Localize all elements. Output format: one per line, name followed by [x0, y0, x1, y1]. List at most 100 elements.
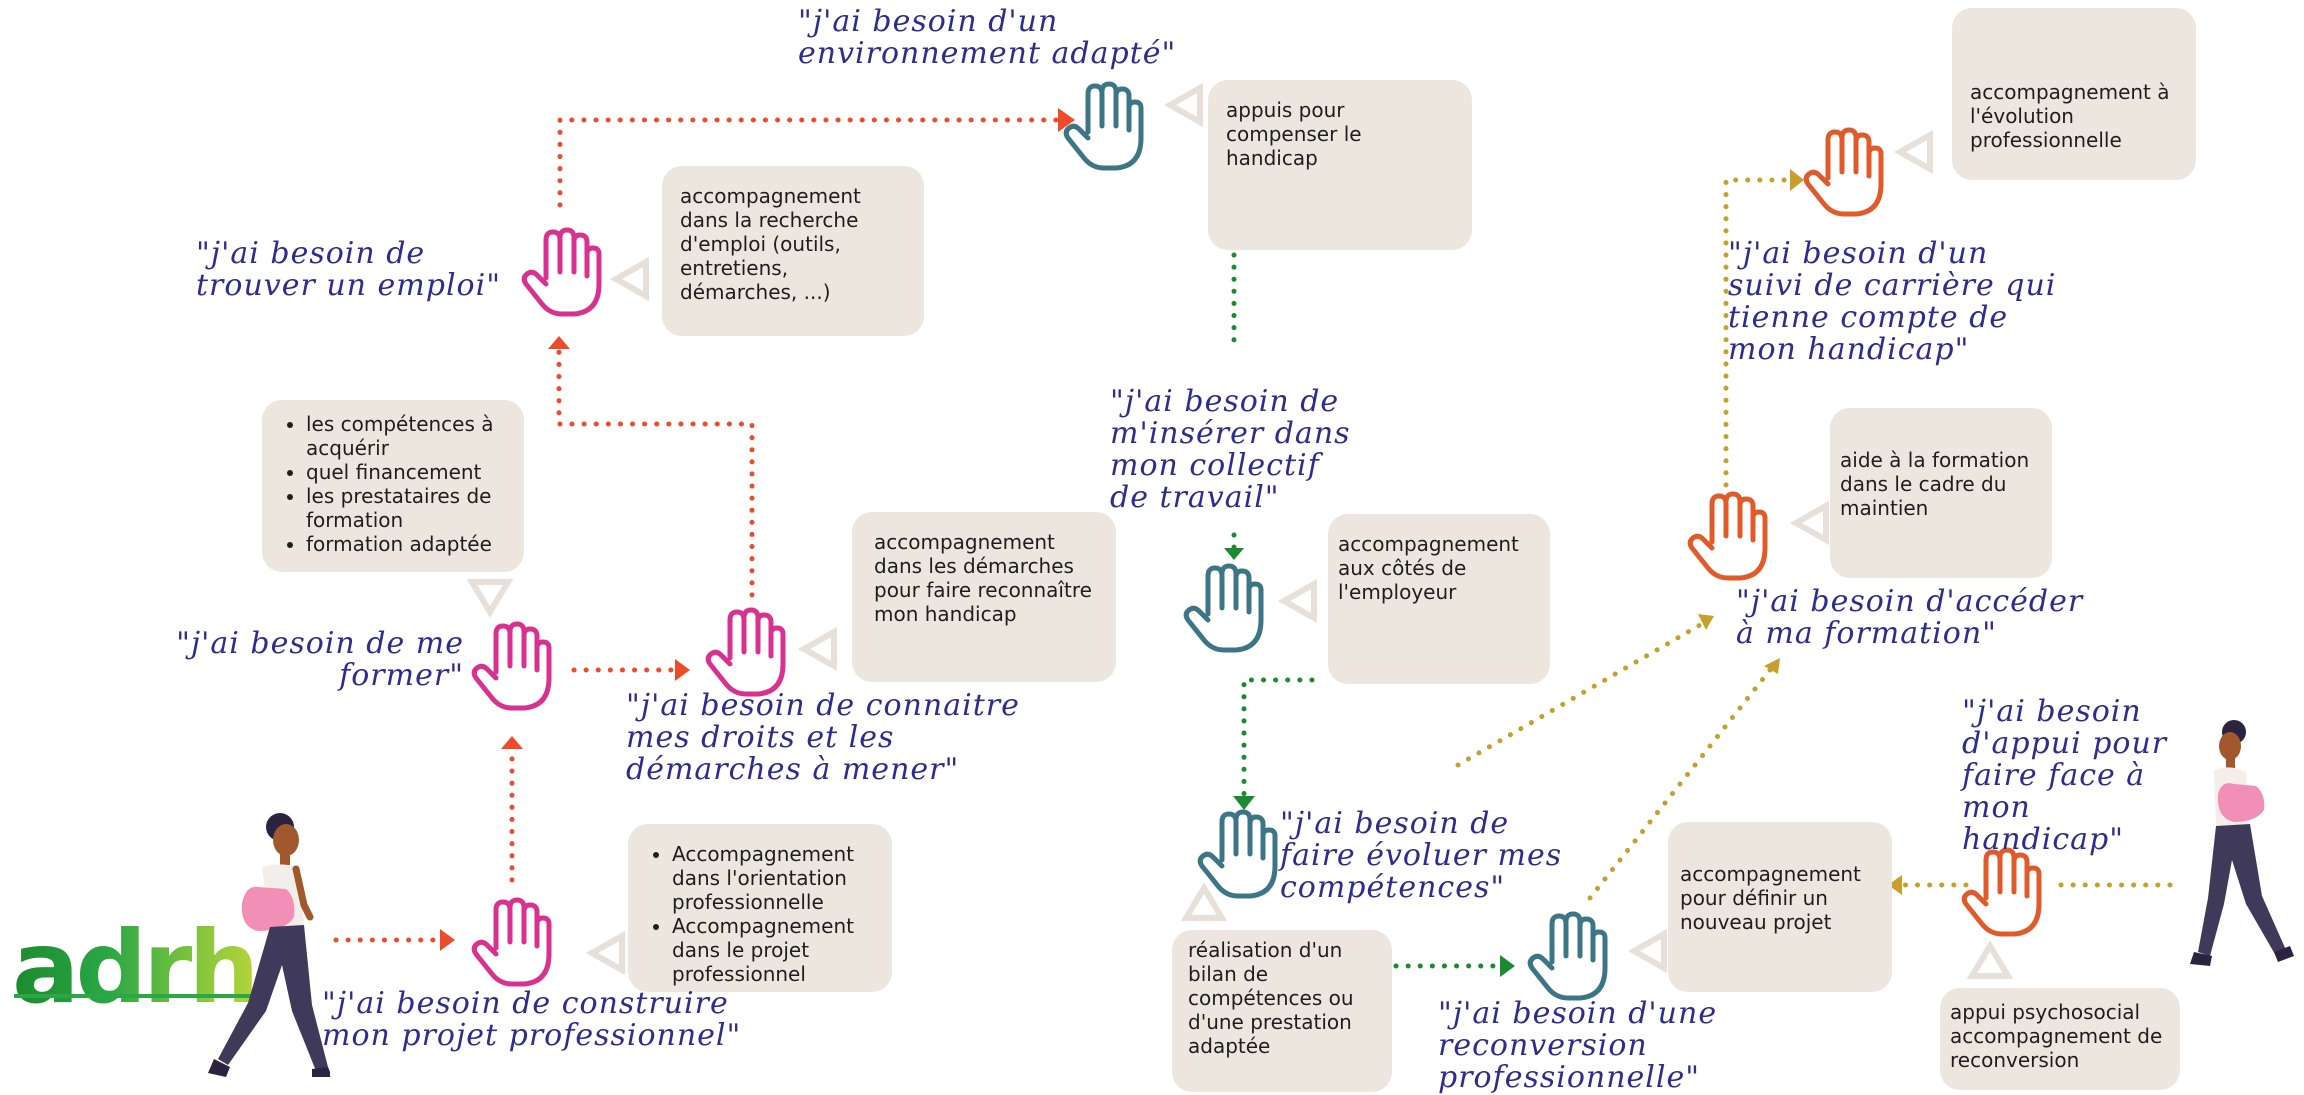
quote-line: m'insérer dans	[1110, 416, 1351, 451]
quote-line: "j'ai besoin d'accéder	[1736, 584, 2084, 619]
arrowhead-reconversion-to-acceder	[1764, 658, 1780, 674]
quote-line: d'appui pour	[1962, 726, 2168, 761]
arrowhead-droits-to-emploi	[548, 336, 570, 349]
arrowhead-projet-to-former	[501, 736, 523, 749]
quote-line: mes droits et les	[626, 720, 895, 755]
woman-walking-right-illustration	[2190, 720, 2294, 966]
box-maintien: aide à la formation dans le cadre du mai…	[1830, 408, 2052, 578]
quote-line: "j'ai besoin d'un	[1728, 236, 1989, 271]
arrowhead-appui-to-projet	[1888, 875, 1902, 895]
pointer-formation	[466, 579, 514, 618]
hand-icon-acceder	[1684, 490, 1768, 582]
hand-icon-former	[468, 620, 552, 712]
box-nouveau-projet: accompagnement pour définir un nouveau p…	[1668, 822, 1892, 992]
hand-icon-inserer	[1180, 562, 1264, 654]
quote-line: "j'ai besoin de	[196, 236, 426, 271]
pointer-evolution	[1893, 129, 1933, 175]
quote-line: "j'ai besoin de connaitre	[626, 688, 1020, 723]
pointer-recherche	[609, 256, 649, 302]
quote-inserer: "j'ai besoin de m'insérer dans mon colle…	[1110, 386, 1351, 514]
quote-line: environnement adapté"	[798, 36, 1177, 71]
quote-line: compétences"	[1280, 870, 1506, 905]
hand-icon-appui	[1958, 846, 2042, 938]
box-appuis-text: appuis pour compenser le handicap	[1226, 98, 1362, 170]
box-formation: les compétences à acquérir quel financem…	[262, 400, 524, 572]
box-reconnaissance: accompagnement dans les démarches pour f…	[852, 512, 1116, 682]
arrowhead-inserer	[1224, 548, 1244, 560]
hand-icon-competences	[1194, 808, 1278, 900]
quote-line: tienne compte de	[1728, 300, 2009, 335]
quote-line: "j'ai besoin de	[1110, 384, 1340, 419]
pointer-orientation	[585, 930, 625, 976]
pointer-appuis	[1163, 82, 1203, 128]
box-bilan-text: réalisation d'un bilan de compétences ou…	[1188, 938, 1354, 1058]
connector-droits-to-emploi	[556, 347, 755, 598]
quote-line: "j'ai besoin de me	[176, 626, 464, 661]
box-recherche-text: accompagnement dans la recherche d'emplo…	[680, 184, 861, 304]
box-recherche: accompagnement dans la recherche d'emplo…	[662, 166, 924, 336]
quote-environnement: "j'ai besoin d'un environnement adapté"	[798, 6, 1176, 70]
formation-item: quel financement	[306, 460, 508, 484]
orientation-item: Accompagnement dans l'orientation profes…	[672, 842, 876, 914]
logo-text: adrh	[12, 909, 260, 1026]
quote-line: mon handicap"	[1728, 332, 1970, 367]
connector-employeur-to-competences	[1241, 677, 1315, 798]
quote-line: "j'ai besoin de	[1280, 806, 1510, 841]
quote-line: "j'ai besoin d'une	[1438, 996, 1718, 1031]
box-appuis: appuis pour compenser le handicap	[1208, 80, 1472, 250]
connector-reconversion-to-acceder	[1587, 667, 1773, 901]
box-evolution-text: accompagnement à l'évolution professionn…	[1970, 80, 2170, 152]
box-evolution: accompagnement à l'évolution professionn…	[1952, 8, 2196, 180]
quote-competences: "j'ai besoin de faire évoluer mes compét…	[1280, 808, 1562, 904]
formation-item: les prestataires de formation	[306, 484, 508, 532]
quote-line: à ma formation"	[1736, 616, 1997, 651]
hand-icon-reconversion	[1524, 910, 1608, 1002]
hand-icon-environnement	[1060, 80, 1144, 172]
quote-line: "j'ai besoin	[1962, 694, 2142, 729]
arrowhead-employeur-to-competences	[1233, 796, 1255, 810]
quote-line: professionnelle"	[1438, 1060, 1701, 1095]
arrowhead-former-to-droits	[675, 659, 690, 681]
orientation-item: Accompagnement dans le projet profession…	[672, 914, 876, 986]
pointer-psychosocial	[1966, 940, 2014, 979]
quote-line: reconversion	[1438, 1028, 1648, 1063]
arrowhead-maintien-to-evolution	[1790, 169, 1804, 191]
connector-competences-to-acceder	[1455, 622, 1703, 768]
quote-appui: "j'ai besoin d'appui pour faire face à m…	[1962, 696, 2167, 856]
woman-walking-left-illustration	[208, 813, 330, 1077]
pointer-maintien	[1789, 500, 1829, 546]
connector-maintien-to-evolution	[1723, 177, 1793, 488]
quote-emploi: "j'ai besoin de trouver un emploi"	[196, 238, 518, 302]
pointer-nouveau-projet	[1627, 928, 1667, 974]
quote-line: de travail"	[1110, 480, 1280, 515]
arrowhead-bilan-to-reconversion	[1500, 955, 1515, 977]
quote-line: handicap"	[1962, 822, 2125, 857]
connector-emploi-to-environnement	[557, 117, 1061, 208]
box-employeur: accompagnement aux côtés de l'employeur	[1328, 514, 1550, 684]
box-bilan: réalisation d'un bilan de compétences ou…	[1172, 930, 1392, 1092]
quote-reconversion: "j'ai besoin d'une reconversion professi…	[1438, 998, 1717, 1094]
quote-line: mon	[1962, 790, 2031, 825]
pointer-bilan	[1180, 882, 1228, 921]
hand-icon-emploi	[518, 226, 602, 318]
formation-item: formation adaptée	[306, 532, 508, 556]
quote-carriere: "j'ai besoin d'un suivi de carrière qui …	[1728, 238, 2056, 366]
quote-line: faire évoluer mes	[1280, 838, 1563, 873]
quote-former: "j'ai besoin de me former"	[160, 628, 464, 692]
quote-line: démarches à mener"	[626, 752, 960, 787]
adrh-logo: adrh	[12, 918, 260, 1018]
box-employeur-text: accompagnement aux côtés de l'employeur	[1338, 532, 1519, 604]
logo-underline	[14, 994, 270, 998]
hand-icon-projet	[468, 896, 552, 988]
box-psychosocial: appui psychosocial accompagnement de rec…	[1940, 988, 2180, 1090]
box-orientation: Accompagnement dans l'orientation profes…	[628, 824, 892, 992]
quote-line: mon collectif	[1110, 448, 1320, 483]
quote-line: "j'ai besoin de construire	[322, 986, 729, 1021]
pointer-employeur	[1277, 578, 1317, 624]
box-nouveau-projet-text: accompagnement pour définir un nouveau p…	[1680, 862, 1861, 934]
arrowhead-competences-to-acceder	[1698, 614, 1714, 630]
arrowhead-start-to-projet	[440, 929, 455, 951]
quote-line: former"	[339, 658, 464, 693]
hand-icon-carriere	[1800, 126, 1884, 218]
